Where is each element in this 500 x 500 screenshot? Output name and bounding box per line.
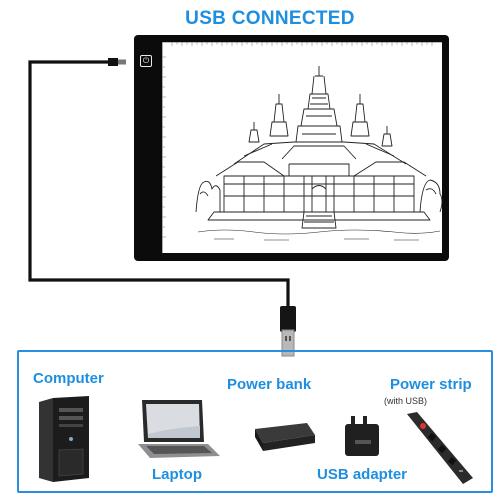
usb-adapter-icon [345, 416, 379, 456]
laptop-label: Laptop [152, 466, 202, 483]
power-strip-label: Power strip [390, 376, 472, 393]
computer-label: Computer [33, 370, 104, 387]
power-bank-icon [255, 423, 315, 451]
compatible-devices-panel: Computer Laptop Power bank USB adapter [17, 350, 493, 493]
top-ruler [162, 42, 442, 46]
led-light-pad: ⏻ [134, 35, 449, 261]
power-button-icon[interactable]: ⏻ [140, 55, 152, 67]
temple-sketch [195, 66, 442, 241]
light-pad-screen [162, 42, 442, 253]
usb-connected-title: USB CONNECTED [185, 8, 355, 29]
computer-icon [39, 396, 89, 482]
power-strip-icon [407, 412, 473, 484]
left-ruler [162, 42, 166, 253]
laptop-icon [138, 400, 220, 458]
usb-cable [28, 58, 296, 357]
usb-adapter-label: USB adapter [317, 466, 408, 483]
power-strip-note: (with USB) [384, 396, 428, 406]
power-bank-label: Power bank [227, 376, 312, 393]
